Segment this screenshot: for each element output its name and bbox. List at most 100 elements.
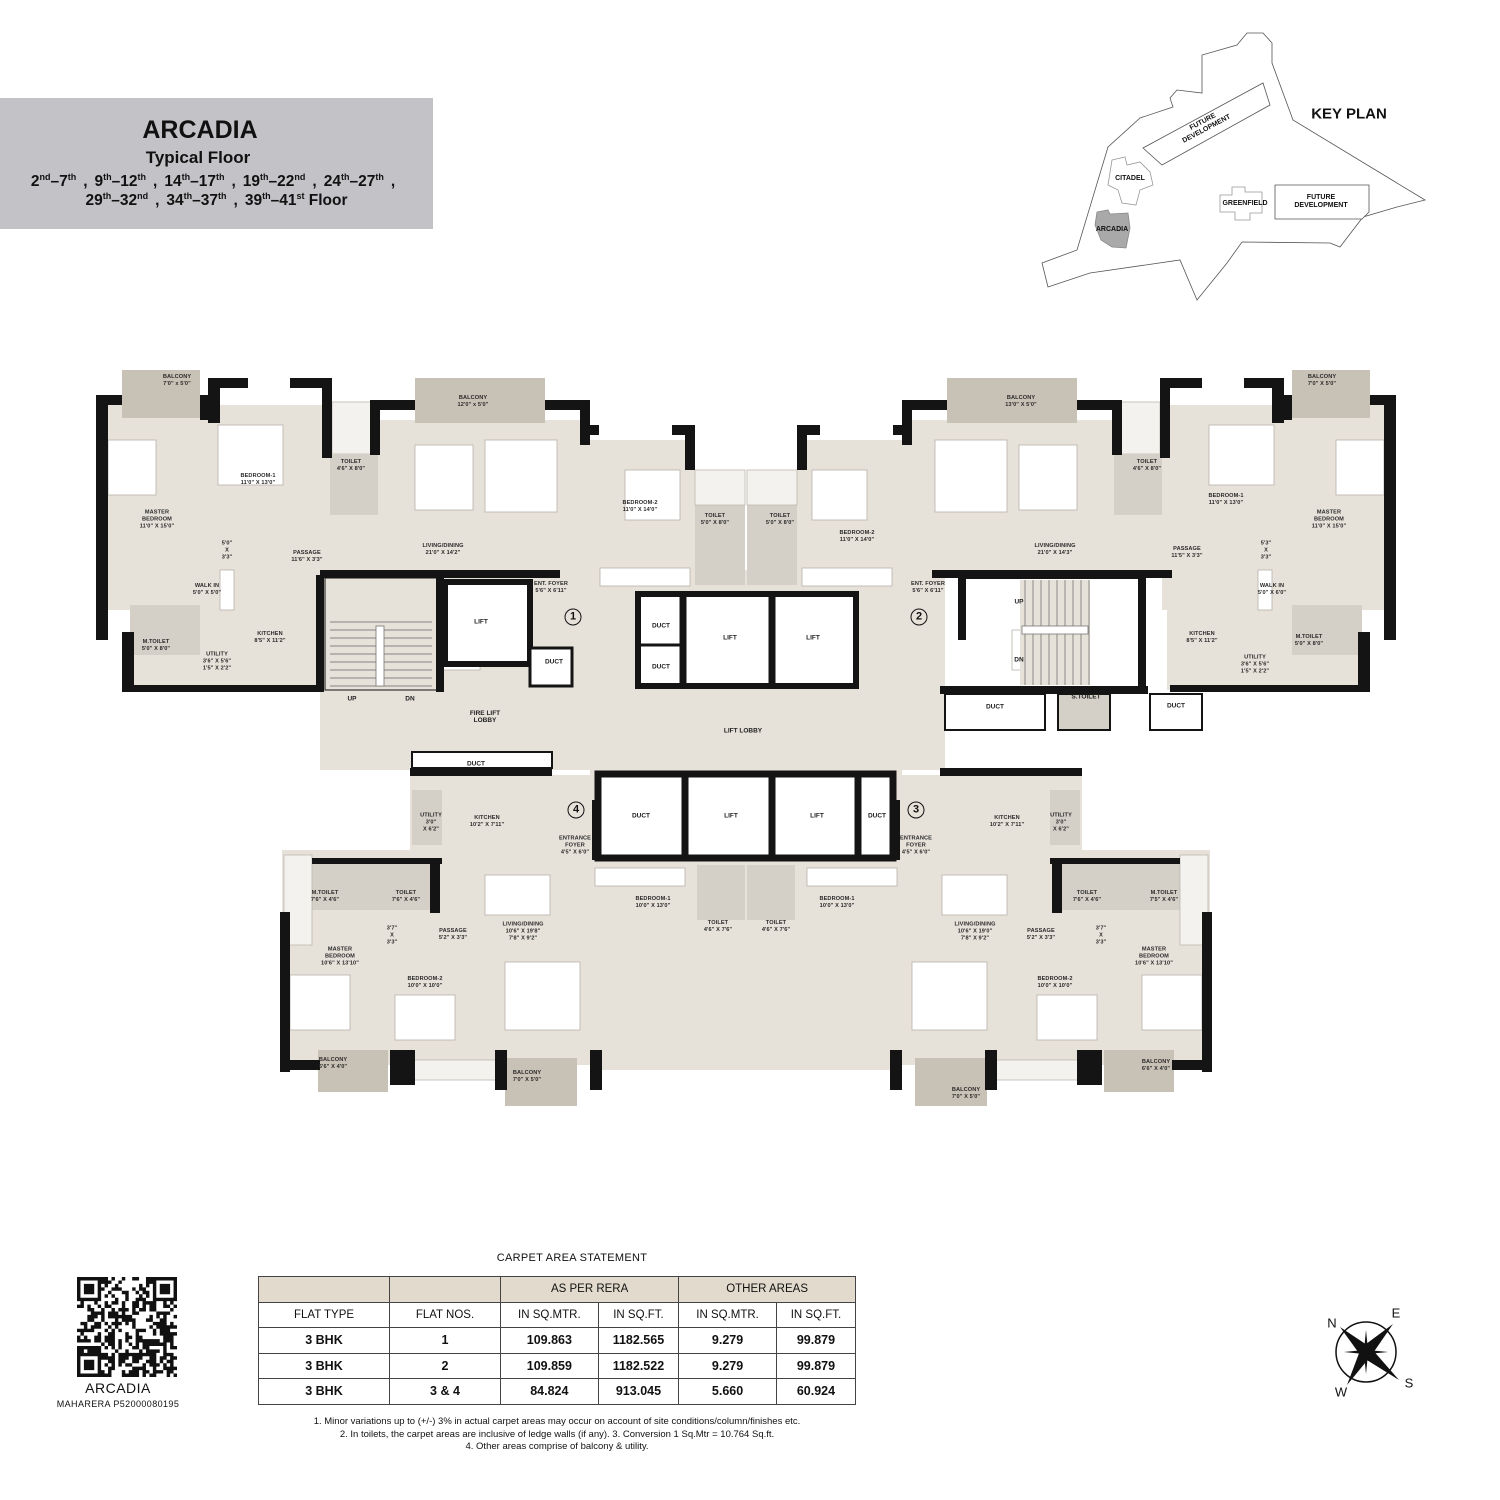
room-name: PASSAGE <box>293 550 321 556</box>
room-dimension: 10'0" X 13'0" <box>819 903 855 909</box>
room-name: BEDROOM-1 <box>1208 493 1244 499</box>
room-dimension-2: X 6'2" <box>422 826 440 833</box>
wall <box>370 400 415 410</box>
room-name: M.TOILET <box>142 639 170 645</box>
room-dimension: 8'5" X 11'2" <box>1186 638 1218 644</box>
wall <box>1077 400 1122 410</box>
room-dimension: 7'0" X 5'0" <box>512 1077 542 1083</box>
toilet-area <box>1055 862 1180 910</box>
toilet-area <box>130 605 200 655</box>
core-label-up: UP <box>347 695 357 703</box>
compass-south: S <box>1404 1375 1414 1391</box>
room-dimension: 11'0" X 13'0" <box>1208 500 1244 506</box>
toilet-area <box>1050 790 1080 845</box>
core-label-duct: DUCT <box>1166 702 1186 710</box>
core-label-lift: LIFT <box>474 618 488 626</box>
qr-modules <box>77 1277 177 1377</box>
arcadia-building <box>1094 209 1131 249</box>
room-dimension: 5'6" X 6'11" <box>912 588 944 594</box>
room-name: TOILET <box>765 920 787 926</box>
room-dimension: 7'6" X 4'6" <box>1072 897 1102 903</box>
room-dimension: 5'2" X 3'3" <box>1026 935 1056 941</box>
key-plan-label-greenfield: GREENFIELD <box>1222 200 1268 207</box>
core-label-duct: DUCT <box>651 663 671 671</box>
table-cell: 9.279 <box>678 1352 777 1379</box>
wall <box>890 1050 902 1090</box>
floor-word: Floor <box>308 192 348 209</box>
room-name: PASSAGE <box>439 928 467 934</box>
core-label-duct: DUCT <box>466 760 486 768</box>
core-label-dn: DN <box>405 695 415 703</box>
lift-block-bottom <box>594 770 897 862</box>
furniture <box>1257 569 1273 611</box>
wall <box>1162 378 1202 388</box>
room-dimension: 5'6" X 6'11" <box>535 588 567 594</box>
wall <box>370 400 380 455</box>
column-header: IN SQ.FT. <box>597 1301 680 1328</box>
toilet-area <box>1114 455 1162 515</box>
floor-range: 29th–32nd <box>85 191 149 209</box>
wall <box>495 1050 507 1090</box>
room-name: BEDROOM-1 <box>819 896 855 902</box>
furniture <box>811 469 868 521</box>
lift-shaft-fire <box>442 579 533 667</box>
core-label-duct: DUCT <box>544 658 564 666</box>
compass-east: E <box>1391 1305 1401 1321</box>
wall <box>208 378 220 423</box>
key-plan-label-citadel: CITADEL <box>1115 175 1145 182</box>
group-header-other-areas: OTHER AREAS <box>678 1276 856 1303</box>
room-name: BEDROOM-2 <box>407 976 443 982</box>
balcony-area <box>1292 370 1370 418</box>
room-dimension-2: 7'8" X 9'2" <box>508 935 538 942</box>
table-column-header-row: FLAT TYPE FLAT NOS. IN SQ.MTR. IN SQ.FT.… <box>258 1301 857 1328</box>
wall <box>902 400 912 445</box>
room-dimension: 3'6" X 5'6" <box>1240 661 1270 668</box>
room-name: WALK IN <box>1259 583 1285 589</box>
core-label-duct: DUCT <box>985 703 1005 711</box>
core-label-duct: DUCT <box>651 622 671 630</box>
floor-ranges-line-1: 2nd–7th,9th–12th,14th–17th,19th–22nd,24t… <box>0 172 433 191</box>
room-dimension-2: 3'3" <box>386 939 398 946</box>
wall <box>585 425 599 435</box>
furniture <box>934 439 1008 513</box>
room-name: BALCONY <box>458 395 488 401</box>
room-dimension: 5'0" X 8'0" <box>765 520 795 526</box>
title-box: ARCADIA Typical Floor 2nd–7th,9th–12th,1… <box>0 98 433 229</box>
window-shaft <box>746 469 798 506</box>
furniture <box>107 439 157 496</box>
room-name: KITCHEN <box>994 815 1020 821</box>
separator: , <box>233 192 238 209</box>
rera-number: MAHARERA P52000080195 <box>56 1399 180 1409</box>
toilet-area <box>1292 605 1362 655</box>
table-cell: 1182.565 <box>597 1327 680 1354</box>
wall <box>1160 378 1170 458</box>
wall <box>685 425 695 470</box>
core-label-dn: DN <box>1014 656 1024 664</box>
room-dimension: 4'5" X 6'0" <box>560 849 590 856</box>
wall <box>797 425 807 470</box>
group-header <box>389 1276 501 1303</box>
furniture <box>484 874 551 916</box>
room-dimension: 3'6" X 5'6" <box>202 658 232 665</box>
room-name: TOILET <box>340 459 362 465</box>
wall <box>1272 378 1284 423</box>
floor-range: 39th–41st <box>244 191 305 209</box>
furniture <box>219 569 235 611</box>
furniture <box>624 469 681 521</box>
room-name: BALCONY <box>1141 1059 1171 1065</box>
separator: , <box>155 192 160 209</box>
